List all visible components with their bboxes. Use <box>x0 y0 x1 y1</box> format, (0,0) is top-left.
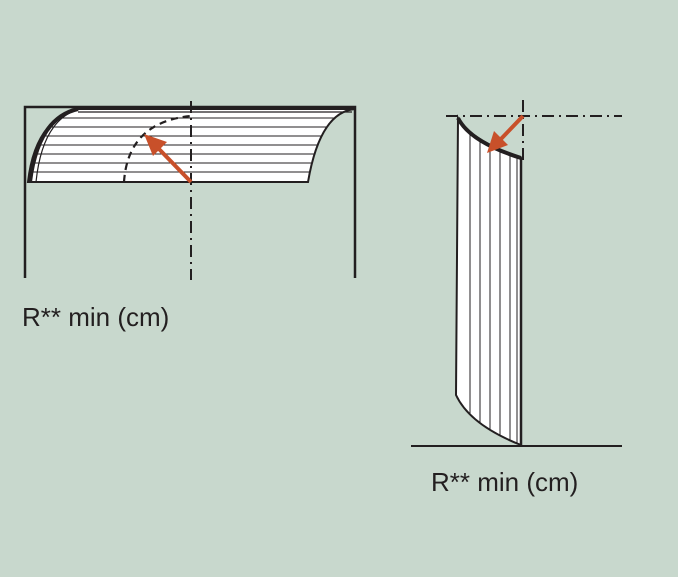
radius-label-horizontal: R** min (cm) <box>22 302 170 332</box>
radius-label-vertical: R** min (cm) <box>431 467 579 497</box>
radius-arc-dashed <box>122 114 192 183</box>
vertical-bend-figure <box>411 100 622 447</box>
radius-arrow <box>144 134 193 184</box>
panel-edge <box>28 107 79 183</box>
horizontal-bend-figure <box>23 101 357 280</box>
radius-arrow <box>487 114 525 153</box>
panel-stripes <box>469 118 518 445</box>
panel-edge <box>456 117 522 160</box>
curved-panel-body <box>454 114 522 447</box>
